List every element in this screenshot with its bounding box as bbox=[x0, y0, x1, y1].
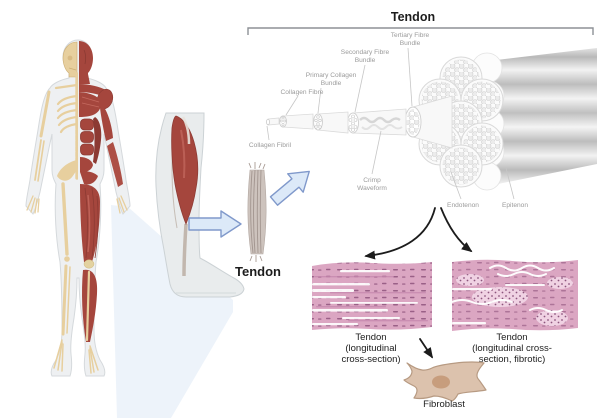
label-tertiary-bundle-1: Tertiary Fibre bbox=[391, 32, 430, 39]
epitenon-sheath bbox=[488, 48, 597, 186]
secondary-fibre-bundle bbox=[347, 108, 407, 136]
tendon-fiber-bundle bbox=[247, 162, 267, 262]
label-crimp-2: Waveform bbox=[357, 185, 387, 192]
leader-fibre bbox=[285, 95, 299, 116]
label-tertiary-bundle-2: Bundle bbox=[400, 40, 421, 47]
achilles-tendon bbox=[182, 223, 188, 277]
arrow-to-fibroblast bbox=[419, 338, 433, 359]
leg-tendon-label: Tendon bbox=[235, 264, 281, 279]
curved-arrow-to-fibrotic bbox=[440, 207, 473, 253]
caption-fibrotic-line3: section, fibrotic) bbox=[479, 354, 546, 365]
leader-fibril bbox=[266, 125, 270, 141]
caption-fibrotic-line1: Tendon bbox=[496, 332, 527, 343]
leader-tertiary bbox=[407, 47, 413, 107]
curved-arrow-to-normal bbox=[364, 207, 436, 260]
tertiary-fibre-bundle bbox=[404, 95, 453, 149]
label-collagen-fibre: Collagen Fibre bbox=[281, 89, 324, 96]
tendon-structure-diagram: Collagen Fibril Collagen Fibre Primary C… bbox=[249, 32, 597, 209]
fibrotic-cell-clusters bbox=[456, 274, 573, 326]
crimp-waveform-fibers bbox=[359, 116, 403, 130]
arrow-leg-to-tendon bbox=[188, 210, 242, 238]
label-epitenon: Epitenon bbox=[502, 202, 528, 209]
lower-leg bbox=[155, 112, 245, 298]
fibroblast-label: Fibroblast bbox=[423, 399, 465, 410]
leader-epitenon bbox=[505, 167, 515, 200]
primary-collagen-bundle bbox=[313, 111, 349, 134]
collagen-fibre bbox=[279, 113, 314, 130]
fibroblast-nucleus bbox=[432, 375, 450, 389]
arrow-tendon-to-diagram bbox=[269, 170, 310, 206]
leader-primary bbox=[317, 87, 322, 114]
label-crimp-1: Crimp bbox=[363, 177, 381, 184]
skeleton-half bbox=[26, 41, 78, 372]
label-primary-bundle-1: Primary Collagen bbox=[306, 72, 357, 79]
collagen-fibril bbox=[265, 117, 280, 126]
label-secondary-bundle-1: Secondary Fibre bbox=[341, 49, 390, 56]
label-collagen-fibril: Collagen Fibril bbox=[249, 142, 292, 149]
diagram-title: Tendon bbox=[391, 10, 435, 24]
leg-illustration bbox=[155, 112, 245, 298]
caption-normal-line2: (longitudinal bbox=[345, 343, 396, 354]
caption-histology-fibrotic: Tendon (longitudinal cross- section, fib… bbox=[472, 332, 552, 365]
magnify-beam bbox=[111, 205, 233, 418]
label-secondary-bundle-2: Bundle bbox=[355, 57, 376, 64]
caption-fibrotic-line2: (longitudinal cross- bbox=[472, 343, 552, 354]
caption-normal-line3: cross-section) bbox=[341, 354, 400, 365]
human-figure bbox=[25, 39, 131, 377]
fibroblast-cell bbox=[403, 361, 487, 402]
leader-crimp bbox=[371, 130, 382, 175]
caption-histology-normal: Tendon (longitudinal cross-section) bbox=[341, 332, 400, 365]
label-endotenon: Endotenon bbox=[447, 202, 479, 209]
title-bracket bbox=[247, 27, 594, 35]
histology-normal-panel bbox=[312, 262, 432, 330]
caption-normal-line1: Tendon bbox=[355, 332, 386, 343]
label-primary-bundle-2: Bundle bbox=[321, 80, 342, 87]
histology-fibrotic-panel bbox=[451, 259, 578, 331]
leader-secondary bbox=[354, 64, 366, 113]
muscle-half bbox=[79, 41, 128, 374]
leader-endotenon bbox=[450, 171, 462, 200]
